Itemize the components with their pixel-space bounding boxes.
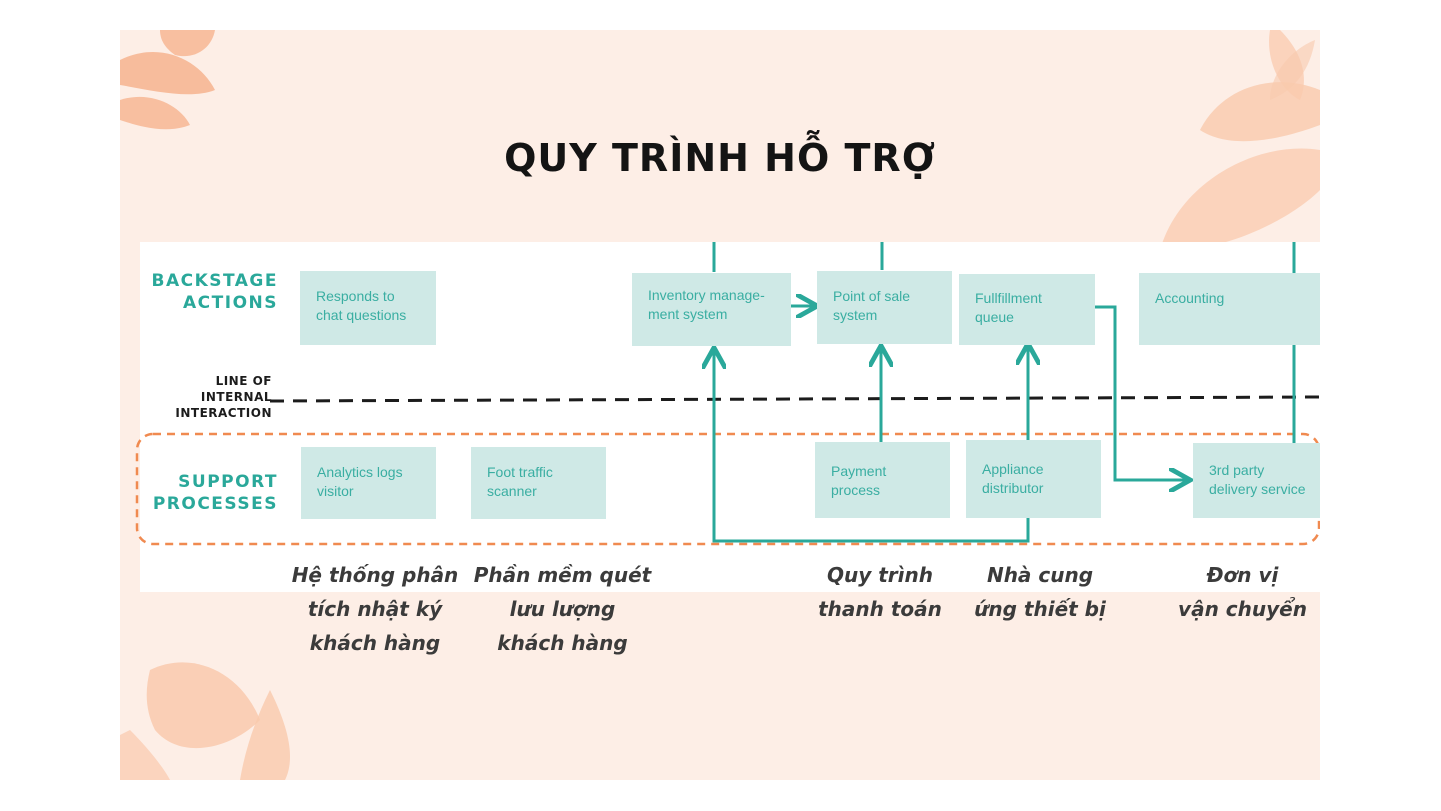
box-inventory-management: Inventory manage- ment system	[632, 273, 791, 346]
page-title: QUY TRÌNH HỖ TRỢ	[504, 136, 936, 180]
box-fulfillment-queue: Fullfillment queue	[959, 274, 1095, 345]
slide: QUY TRÌNH HỖ TRỢ BACKSTAGE ACTIONS LINE …	[120, 30, 1320, 780]
box-payment-process: Payment process	[815, 442, 950, 518]
floral-decoration	[120, 30, 1320, 780]
connectors	[135, 242, 1320, 546]
box-responds-to-chat: Responds to chat questions	[300, 271, 436, 345]
caption-delivery: Đơn vị vận chuyển	[1178, 563, 1307, 621]
box-point-of-sale: Point of sale system	[817, 271, 952, 344]
box-appliance-distributor: Appliance distributor	[966, 440, 1101, 518]
line-of-interaction	[269, 395, 1320, 403]
caption-appliance: Nhà cung ứng thiết bị	[974, 563, 1106, 621]
caption-analytics: Hệ thống phân tích nhật ký khách hàng	[291, 563, 459, 655]
lane-label-backstage: BACKSTAGE ACTIONS	[151, 271, 278, 313]
box-3rd-party-delivery: 3rd party delivery service	[1193, 443, 1320, 518]
caption-foot-traffic: Phần mềm quét lưu lượng khách hàng	[473, 563, 652, 655]
caption-payment: Quy trình thanh toán	[818, 563, 942, 621]
lane-label-line-of-interaction: LINE OF INTERNAL INTERACTION	[175, 374, 272, 420]
box-foot-traffic-scanner: Foot traffic scanner	[471, 447, 606, 519]
box-accounting: Accounting	[1139, 273, 1320, 345]
support-group-outline	[135, 432, 1320, 546]
lane-label-support: SUPPORT PROCESSES	[152, 472, 278, 514]
box-analytics-logs: Analytics logs visitor	[301, 447, 436, 519]
